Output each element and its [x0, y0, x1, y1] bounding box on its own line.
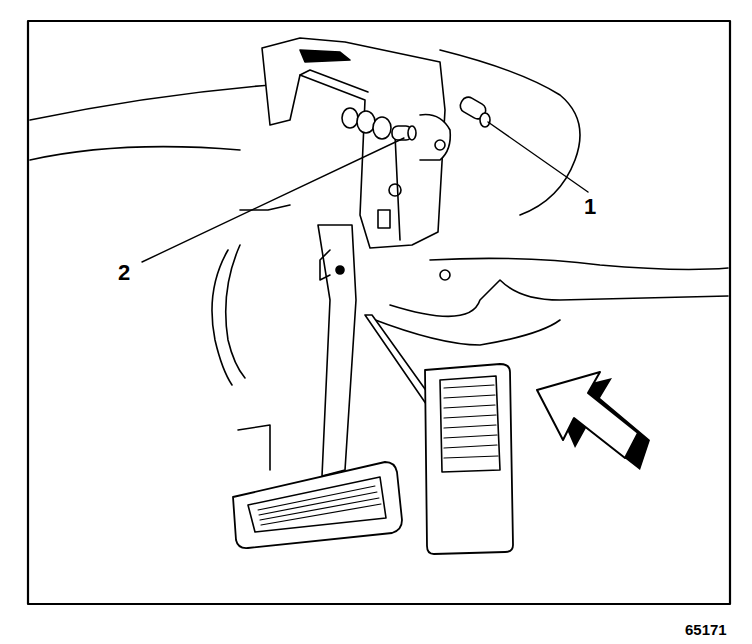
hole [440, 270, 450, 280]
bracket-slot [300, 50, 350, 62]
pad-ribs [444, 385, 498, 458]
callout-number: 1 [584, 196, 596, 218]
firewall-curve [226, 245, 245, 378]
hole [378, 210, 390, 228]
brake-arm [318, 225, 356, 476]
brake-pad [233, 462, 402, 548]
hole [389, 184, 401, 196]
floor-line [370, 318, 560, 345]
switch-tip [480, 113, 490, 127]
arm-detail [240, 205, 290, 210]
frame [28, 21, 730, 604]
dash-line [30, 147, 240, 160]
pad-ribs [258, 486, 381, 525]
callout-number: 2 [118, 262, 130, 284]
arm-detail [320, 250, 330, 280]
bracket-tab [420, 115, 450, 160]
floor-line [390, 280, 728, 316]
floor-edge [238, 425, 270, 470]
view-arrow [537, 372, 638, 458]
bracket-edge [300, 70, 368, 92]
nut [342, 108, 358, 128]
dash-line [30, 85, 270, 120]
pivot [336, 266, 344, 274]
accelerator-pad [425, 364, 513, 554]
firewall-curve [440, 50, 580, 215]
figure-number: 65171 [685, 622, 727, 637]
leader-line [142, 138, 404, 262]
firewall-curve [430, 258, 728, 269]
leader-line [488, 122, 588, 192]
switch-tip [408, 126, 416, 140]
accelerator-face [440, 376, 500, 472]
pedal-bracket [262, 38, 445, 248]
hole [435, 140, 445, 150]
bracket-edge [395, 135, 400, 240]
firewall-curve [212, 250, 232, 385]
brake-pad-face [248, 477, 386, 532]
nut [373, 117, 391, 139]
